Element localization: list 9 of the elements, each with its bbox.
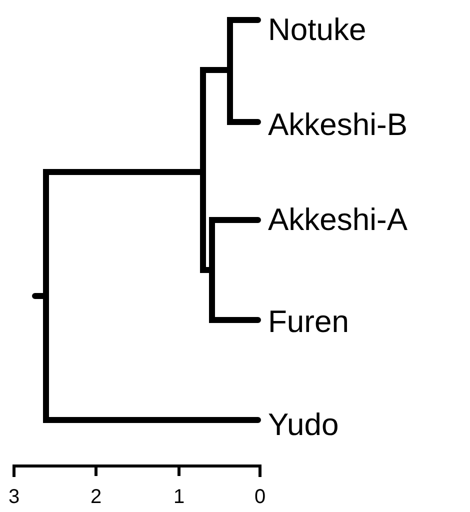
leaf-label: Yudo xyxy=(268,408,339,442)
scale-tick-label: 2 xyxy=(90,486,102,508)
leaf-label: Akkeshi-B xyxy=(268,108,408,142)
scale-tick-label: 1 xyxy=(173,486,185,508)
leaf-label: Akkeshi-A xyxy=(268,203,408,237)
leaf-label: Furen xyxy=(268,305,349,339)
leaf-label: Notuke xyxy=(268,13,366,47)
scale-tick-label: 0 xyxy=(254,486,266,508)
scale-tick-label: 3 xyxy=(8,486,20,508)
